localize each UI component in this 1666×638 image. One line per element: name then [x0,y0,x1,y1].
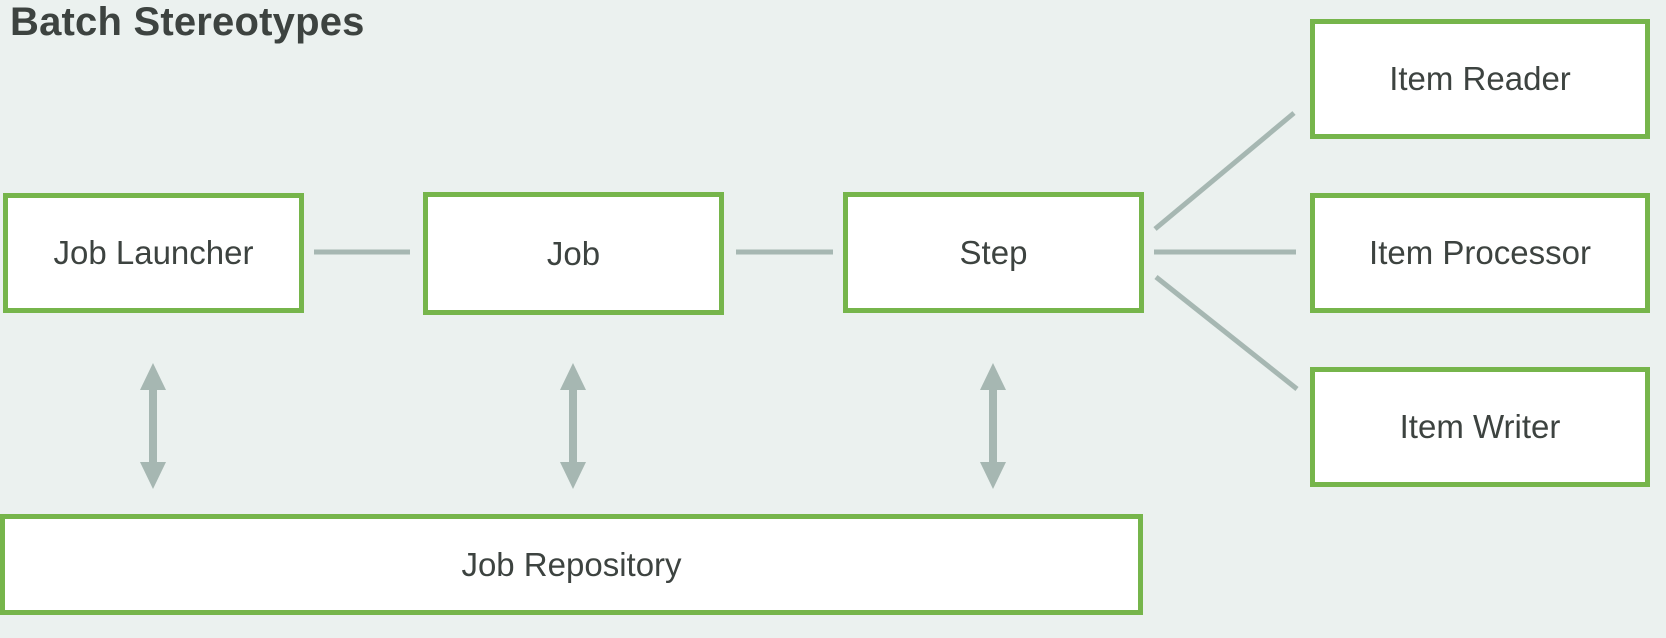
node-item-reader: Item Reader [1310,19,1650,139]
node-job-label: Job [546,234,601,272]
connector-step-itemreader [1153,111,1296,231]
node-step: Step [843,192,1144,313]
node-item-processor: Item Processor [1310,193,1650,313]
node-step-label: Step [959,233,1028,271]
arrow-job-jobrepository [560,363,586,489]
node-item-writer: Item Writer [1310,367,1650,487]
node-item-reader-label: Item Reader [1389,60,1571,97]
arrow-step-jobrepository [980,363,1006,489]
node-item-writer-label: Item Writer [1399,408,1561,445]
node-job-launcher: Job Launcher [3,193,304,313]
connector-step-itemwriter [1154,275,1299,391]
arrow-joblauncher-jobrepository [140,363,166,489]
node-item-processor-label: Item Processor [1369,234,1591,271]
node-job-repository: Job Repository [0,514,1143,615]
node-job: Job [423,192,724,315]
node-job-repository-label: Job Repository [461,545,682,583]
node-job-launcher-label: Job Launcher [53,234,254,271]
diagram-title: Batch Stereotypes [10,0,365,44]
